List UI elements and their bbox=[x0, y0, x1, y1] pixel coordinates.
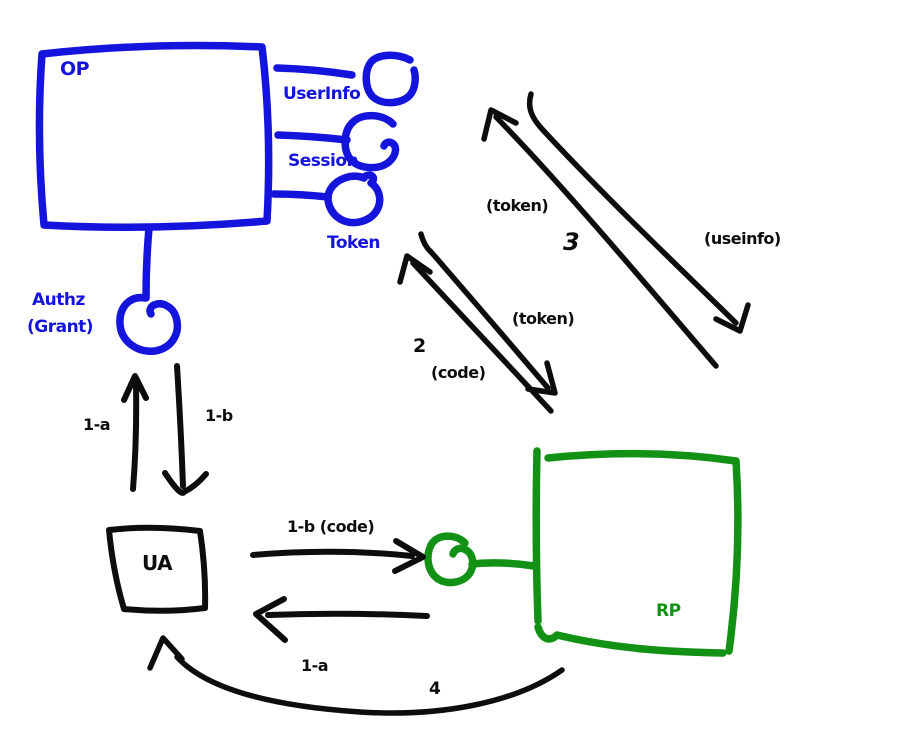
authz-label-line2: (Grant) bbox=[27, 317, 93, 337]
token-label: Token bbox=[327, 233, 380, 253]
rp-stub-circle bbox=[424, 532, 477, 587]
rp-box-bottom-edge bbox=[534, 623, 727, 657]
arrow-rp-to-userinfo: (token) 3 bbox=[481, 107, 719, 369]
ua-node: UA bbox=[106, 524, 209, 614]
ua-box bbox=[106, 524, 209, 614]
session-label: Session bbox=[288, 151, 358, 171]
rp-stub bbox=[424, 532, 538, 587]
label-2-token: (token) bbox=[512, 309, 574, 328]
ua-label: UA bbox=[142, 551, 173, 575]
arrow-3-up-line bbox=[493, 114, 719, 369]
authz-label-line1: Authz bbox=[32, 290, 85, 310]
session-circle bbox=[341, 111, 400, 172]
arrow-ua-to-rp: 1-b (code) bbox=[250, 517, 426, 574]
userinfo-endpoint: UserInfo bbox=[273, 51, 419, 107]
arrow-1b-code-head bbox=[392, 538, 426, 574]
arrow-2-down-head bbox=[525, 360, 558, 396]
userinfo-circle bbox=[362, 51, 419, 107]
arrow-1b-down-line bbox=[174, 363, 186, 489]
label-3-useinfo: (useinfo) bbox=[704, 229, 781, 248]
authz-stem bbox=[142, 224, 153, 301]
arrow-4-arc-line bbox=[174, 654, 565, 716]
arrow-userinfo-to-rp: (useinfo) bbox=[526, 91, 781, 334]
label-1b-code: 1-b (code) bbox=[287, 517, 374, 536]
arrow-rp-to-ua: 1-a bbox=[253, 596, 430, 675]
rp-label: RP bbox=[656, 601, 681, 621]
arrow-authz-to-ua: 1-b bbox=[162, 363, 233, 496]
arrow-1a-up-line bbox=[130, 381, 140, 492]
label-2-number: 2 bbox=[413, 335, 426, 357]
authz-circle bbox=[116, 293, 181, 355]
token-endpoint: Token bbox=[270, 171, 384, 253]
label-1b-down: 1-b bbox=[205, 406, 233, 425]
rp-box-left-edge bbox=[532, 447, 542, 625]
rp-box-top-right-edge bbox=[544, 449, 742, 655]
session-endpoint: Session bbox=[274, 111, 400, 172]
arrow-4-head bbox=[147, 635, 185, 671]
arrow-token-to-rp: (token) bbox=[418, 231, 575, 396]
op-box bbox=[35, 41, 273, 231]
label-3-number: 3 bbox=[563, 228, 579, 256]
arrow-2-down-line bbox=[418, 231, 551, 391]
label-1a-left: 1-a bbox=[301, 656, 328, 675]
arrow-3-down-head bbox=[713, 302, 751, 334]
arrow-1b-code-line bbox=[250, 548, 415, 559]
token-connector bbox=[270, 190, 332, 201]
arrow-1a-up-head bbox=[121, 373, 149, 403]
op-node: OP bbox=[35, 41, 273, 231]
label-3-token: (token) bbox=[486, 196, 548, 215]
op-label: OP bbox=[60, 58, 90, 80]
userinfo-label: UserInfo bbox=[283, 84, 360, 104]
session-connector bbox=[274, 131, 351, 144]
arrow-1a-left-line bbox=[265, 610, 430, 619]
label-4: 4 bbox=[429, 679, 441, 699]
userinfo-connector bbox=[273, 64, 356, 79]
arrow-3-down-line bbox=[526, 91, 739, 326]
arrow-1a-left-head bbox=[253, 596, 288, 643]
arrow-2-up-head bbox=[397, 253, 433, 285]
arrow-3-up-head bbox=[481, 107, 519, 142]
arrow-rp-to-ua-arc: 4 bbox=[147, 635, 565, 716]
arrow-1b-down-head bbox=[162, 470, 209, 496]
authz-endpoint: Authz (Grant) bbox=[27, 224, 181, 355]
token-circle bbox=[324, 171, 384, 227]
arrow-ua-to-authz: 1-a bbox=[83, 373, 149, 492]
rp-node: RP bbox=[532, 447, 742, 657]
rp-stub-connector bbox=[468, 559, 538, 570]
label-1a-up: 1-a bbox=[83, 415, 110, 434]
label-2-code: (code) bbox=[431, 363, 485, 382]
